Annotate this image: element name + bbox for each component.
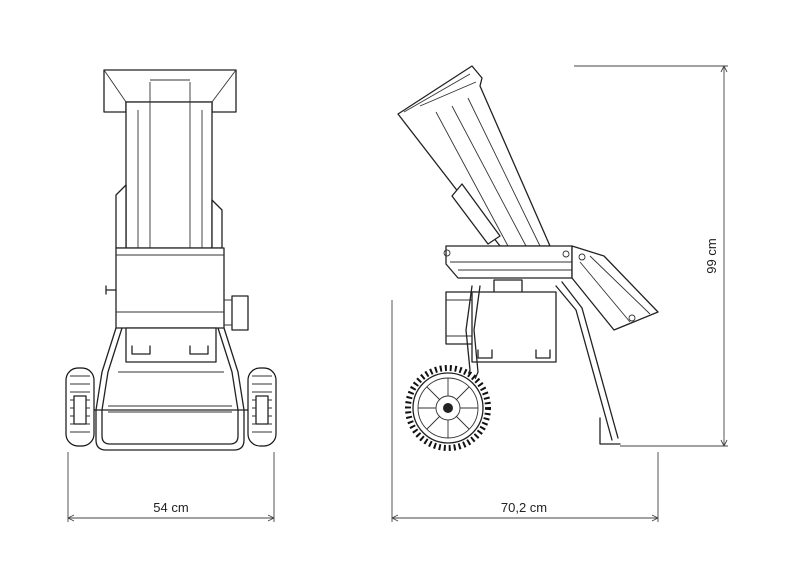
side-view xyxy=(397,65,659,451)
front-view xyxy=(65,69,277,451)
front-frame xyxy=(95,327,245,451)
dimension-width-front: 54 cm xyxy=(67,452,275,522)
dimension-height: 99 cm xyxy=(574,65,728,447)
front-switch-box xyxy=(231,295,249,331)
side-bin xyxy=(471,291,557,363)
front-left-wheel xyxy=(65,367,95,447)
front-right-wheel xyxy=(247,367,277,447)
side-wheel xyxy=(405,365,491,451)
length-side-label: 70,2 cm xyxy=(501,500,547,515)
side-discharge-chute xyxy=(571,245,659,331)
front-bin xyxy=(125,327,217,363)
height-label: 99 cm xyxy=(704,238,719,273)
front-chute xyxy=(125,101,213,249)
side-motor xyxy=(445,291,477,345)
width-front-label: 54 cm xyxy=(153,500,188,515)
dimension-length-side: 70,2 cm xyxy=(391,300,659,522)
front-motor-housing xyxy=(115,247,225,329)
